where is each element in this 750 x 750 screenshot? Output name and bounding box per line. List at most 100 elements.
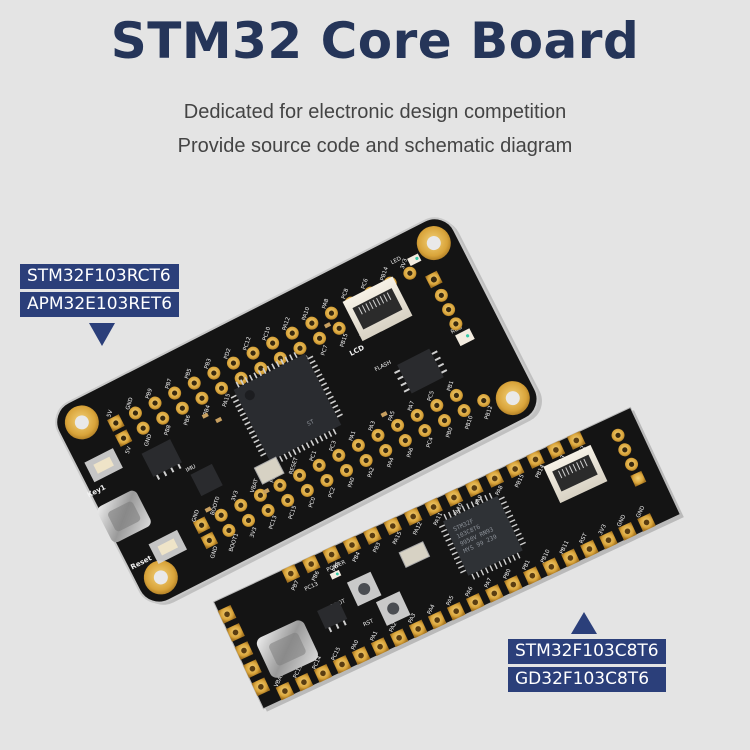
pin-pc4: PC4 [418,424,435,449]
crystal [253,456,285,485]
pin-label: PB10 [540,548,552,564]
pin-label: VBAT [250,478,260,494]
pin-label: GND [144,433,154,447]
pin-5v: 5V [114,429,133,455]
pin-3v3: 3V3 [242,513,259,539]
pin-pc3: PC3 [329,440,346,462]
pin-label: PA12 [413,521,424,536]
pin-label: PC2 [328,487,337,499]
pin-5v: 5V [106,409,125,432]
pin-pc1: PC1 [309,450,326,472]
pin-pd2: PD2 [223,348,240,370]
pin-pb6: PB6 [301,554,321,583]
pin-gnd: GND [191,509,211,534]
pin-pb7: PB7 [165,377,182,400]
pin-vbat: VBAT [274,672,295,701]
pin-label: PB1 [522,559,532,571]
pin-label: PC1 [309,450,318,462]
page-title: STM32 Core Board [110,12,640,70]
pin-pb5: PB5 [322,545,342,573]
pin-pa2: PA2 [359,453,376,479]
pin-gnd: GND [136,421,154,447]
pin-pa5: PA5 [446,594,466,621]
pin-pb1: PB1 [446,380,463,402]
pin-label: PA3 [408,612,418,624]
pin-label: BOOT0 [210,496,222,517]
pin-pa0: PA0 [340,463,357,488]
pin-pc13: PC13 [293,664,314,692]
pin-pa3: PA3 [368,420,385,442]
pin-label: PC15 [331,646,343,662]
pin-label: PA3 [368,420,377,432]
regulator-chip [141,439,182,480]
pin-label: PB8 [164,424,173,436]
large-board: 5VGNDPB9PB7PB5PB3PD2PC12PC10PA12PA10PA8P… [55,217,542,605]
pin-pa12: PA12 [403,507,424,536]
rst-button[interactable]: RST [357,591,411,634]
pin-label: PB14 [535,464,547,480]
pin-label: PB6 [311,570,321,583]
pin-label: PA10 [301,306,311,321]
pin-gnd [226,623,245,642]
pin-pb4: PB4 [195,391,212,416]
pin-label: PA2 [367,467,376,479]
pin-label: PA7 [407,400,416,412]
pin-pb3: PB3 [363,526,383,554]
pin-label: GND [125,397,135,411]
pin-label: 3V3 [400,257,409,270]
pin-label: PB4 [352,551,362,564]
pin-label: GND [210,546,220,560]
pin-pb15: PB15 [505,459,526,489]
pin-gnd: GND [200,531,220,560]
pin-label: PC4 [426,436,435,448]
pin-pa2: PA2 [389,621,409,648]
pin-label: GND [617,514,628,528]
pin-pa8: PA8 [485,469,505,497]
small-mcu-chip: STM32F 103C8T6 9950V RN93 MYS 99 239 [438,492,526,580]
pin-label: PB7 [165,377,174,389]
pin-pa15: PA15 [383,516,404,546]
pin-label: PA2 [389,621,399,633]
pin-pa1: PA1 [348,430,365,452]
pin-label: PB5 [332,560,342,573]
arrow-up-icon [571,612,597,634]
pin-pb10: PB10 [540,548,561,577]
pin-label: PA0 [347,476,356,488]
pin-label: PC15 [288,504,298,520]
pin-label: PD2 [223,348,232,360]
pin-pb6: PB6 [175,401,192,426]
pin-label: PB1 [446,380,455,392]
pin-label: PB7 [291,579,301,592]
pin-label: PA5 [388,410,397,422]
chip-label-gd32f103c8t6: GD32F103C8T6 [508,667,666,692]
pin-pb0: PB0 [438,414,455,439]
pin-pc12: PC12 [243,336,260,360]
pin-label: PB0 [503,568,513,581]
small-side-pins [611,428,647,487]
pin-label: 3V3 [598,523,608,536]
pin-pa6: PA6 [465,586,485,612]
imu-label: IMU [185,464,197,474]
pin-pa4: PA4 [427,603,447,630]
pin-pb9 [243,659,262,678]
pin-pb9: PB9 [145,387,162,410]
pin-label: PC0 [308,496,317,508]
pin-pb8: PB8 [156,411,173,436]
pin-label: PC3 [329,440,338,452]
pin-boot0: BOOT0 [210,496,228,522]
pin-label: GND [191,509,201,523]
pin-label: PA1 [370,630,380,642]
large-board-chip-labels: STM32F103RCT6 APM32E103RET6 [20,264,180,320]
pin-+5v [234,641,254,660]
mcu-chip: ST [230,351,343,465]
pin-reset: RESET [289,456,307,482]
pin-pa5: PA5 [388,410,405,432]
pin-gnd: GND [125,397,142,420]
pin-gnd: GND [617,514,637,541]
pin-pa12: PA12 [282,316,299,340]
pin-pb1: PB1 [522,559,542,585]
pin-label: PA15 [222,392,232,407]
pin-pa4: PA4 [379,443,396,468]
pin-pb3: PB3 [204,357,221,380]
pin-label: PB0 [445,426,454,438]
